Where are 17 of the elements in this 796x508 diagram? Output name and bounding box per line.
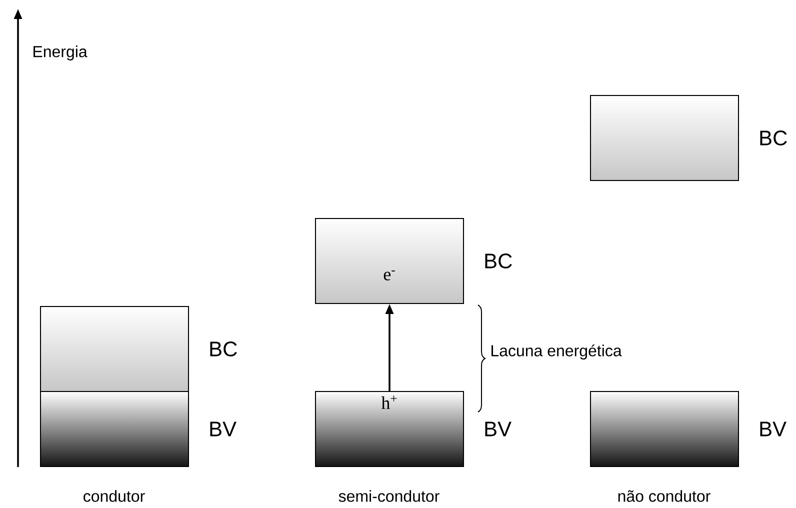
band-label: BC [760,130,787,146]
band-box [40,391,189,467]
band-label: BV [485,422,512,436]
column-label: não condutor [618,490,710,502]
band-box [40,306,189,392]
band-box [590,95,739,181]
band-label: BC [485,254,512,268]
band-label: BV [760,422,786,436]
band-label: BC [210,342,237,356]
band-box [590,391,739,467]
gap-label: Lacuna energética [492,344,622,360]
column-label: semi-condutor [338,490,440,502]
band-box: h$^{+}$ [315,391,464,467]
axis-label: Energia [34,46,88,60]
band-box: e$^{-}$ [315,218,464,304]
column-label: condutor [84,490,145,502]
band-label: BV [210,422,236,436]
